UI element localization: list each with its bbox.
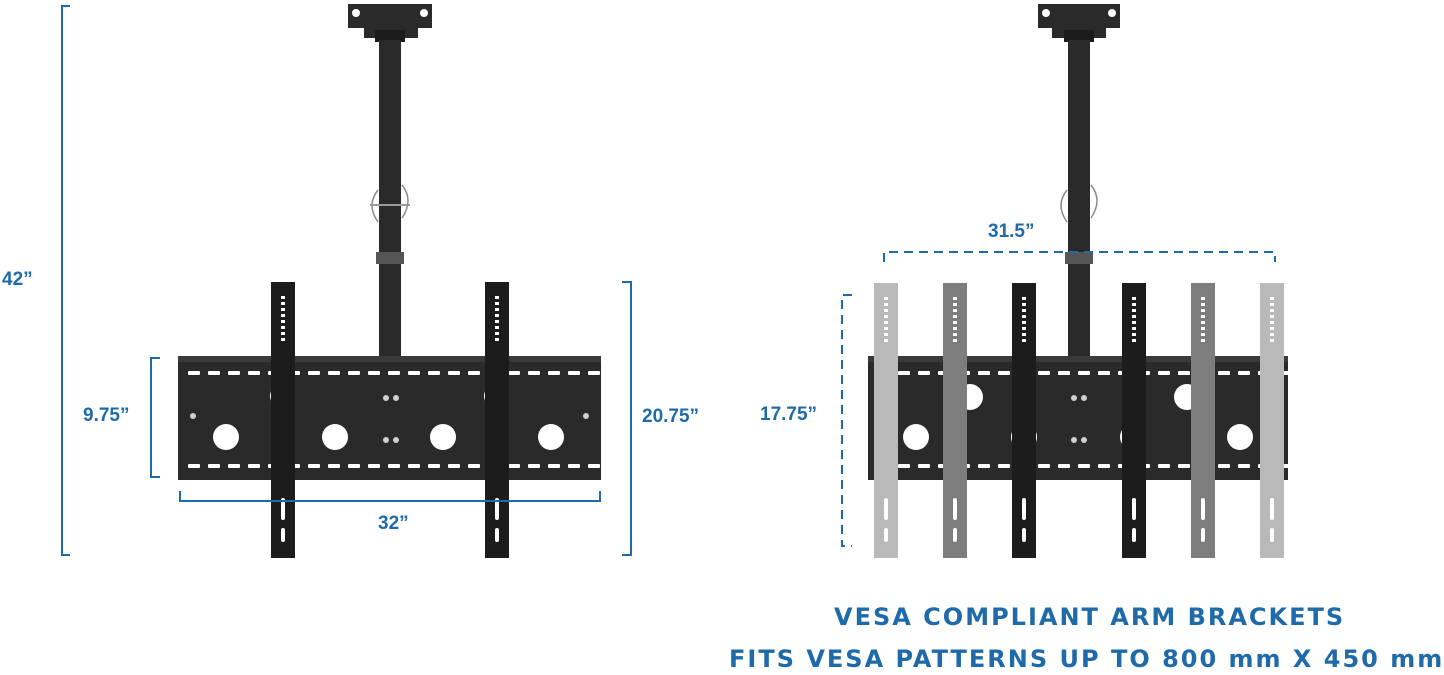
arm-bracket xyxy=(1260,283,1284,558)
label-bracket-height: 20.75” xyxy=(642,406,700,427)
plate-slot xyxy=(1238,464,1250,468)
right-mount xyxy=(868,4,1290,558)
plate-slot xyxy=(978,371,990,375)
plate-slot xyxy=(388,371,400,375)
dim-line-plate-height xyxy=(150,357,160,478)
plate-slot xyxy=(1038,371,1050,375)
plate-slot xyxy=(1098,371,1110,375)
plate-slot xyxy=(408,371,420,375)
label-arm-height: 17.75” xyxy=(760,404,818,425)
plate-slot xyxy=(228,464,240,468)
plate-slot xyxy=(1218,464,1230,468)
arm-bracket xyxy=(874,283,898,558)
plate-slot xyxy=(1038,464,1050,468)
plate-slot xyxy=(208,464,220,468)
label-plate-width: 32” xyxy=(378,513,409,534)
plate-slot xyxy=(1058,371,1070,375)
arm-bracket xyxy=(485,282,509,558)
plate-slot xyxy=(918,464,930,468)
plate-slot xyxy=(1078,464,1090,468)
label-plate-height: 9.75” xyxy=(83,405,130,426)
plate-slot xyxy=(368,464,380,468)
plate-slot xyxy=(1178,371,1190,375)
plate-slot xyxy=(428,464,440,468)
plate-slot xyxy=(508,464,520,468)
plate-slot xyxy=(568,371,580,375)
plate-slot xyxy=(1078,371,1090,375)
plate-slot xyxy=(208,371,220,375)
plate-slot xyxy=(448,464,460,468)
plate-slot xyxy=(978,464,990,468)
arm-bracket xyxy=(1012,283,1036,558)
label-arm-spread: 31.5” xyxy=(988,221,1035,242)
left-wall-plate xyxy=(178,356,601,480)
plate-slot xyxy=(1238,371,1250,375)
plate-slot xyxy=(998,371,1010,375)
plate-slot xyxy=(548,464,560,468)
dim-line-plate-width xyxy=(179,491,601,502)
plate-slot xyxy=(998,464,1010,468)
plate-slot xyxy=(248,371,260,375)
plate-slot xyxy=(898,464,910,468)
plate-slot xyxy=(428,371,440,375)
caption-line-1: VESA COMPLIANT ARM BRACKETS xyxy=(834,603,1346,631)
dim-line-bracket-height xyxy=(622,281,632,556)
plate-slot xyxy=(1218,371,1230,375)
caption-line-2: FITS VESA PATTERNS UP TO 800 mm X 450 mm xyxy=(729,645,1444,673)
plate-slot xyxy=(528,464,540,468)
plate-slot xyxy=(588,464,600,468)
arm-bracket xyxy=(1122,283,1146,558)
plate-slot xyxy=(568,464,580,468)
plate-slot xyxy=(328,371,340,375)
plate-slot xyxy=(588,371,600,375)
plate-slot xyxy=(1098,464,1110,468)
left-plate-slots xyxy=(188,371,600,468)
plate-slot xyxy=(1178,464,1190,468)
plate-slot xyxy=(468,371,480,375)
plate-slot xyxy=(1158,464,1170,468)
plate-slot xyxy=(548,371,560,375)
plate-slot xyxy=(348,464,360,468)
dim-line-arm-height xyxy=(841,294,852,547)
plate-slot xyxy=(528,371,540,375)
left-pole xyxy=(370,30,410,360)
right-wall-plate xyxy=(868,356,1288,480)
plate-slot xyxy=(898,371,910,375)
plate-slot xyxy=(448,371,460,375)
plate-slot xyxy=(468,464,480,468)
arm-bracket xyxy=(1191,283,1215,558)
plate-slot xyxy=(188,371,200,375)
plate-slot xyxy=(508,371,520,375)
plate-slot xyxy=(388,464,400,468)
dim-line-total-height xyxy=(61,5,70,556)
plate-slot xyxy=(308,371,320,375)
right-ceiling-plate xyxy=(1038,4,1120,38)
plate-slot xyxy=(1158,371,1170,375)
label-total-height: 42” xyxy=(2,269,33,290)
plate-slot xyxy=(1058,464,1070,468)
plate-slot xyxy=(918,371,930,375)
plate-slot xyxy=(308,464,320,468)
dimension-lines xyxy=(61,5,1276,556)
plate-slot xyxy=(248,464,260,468)
left-arm-brackets xyxy=(271,282,509,558)
right-arm-brackets xyxy=(874,283,1284,558)
dim-line-arm-spread xyxy=(883,251,1276,262)
plate-slot xyxy=(368,371,380,375)
arm-bracket xyxy=(943,283,967,558)
plate-slot xyxy=(408,464,420,468)
plate-slot xyxy=(328,464,340,468)
plate-slot xyxy=(348,371,360,375)
plate-slot xyxy=(228,371,240,375)
left-mount xyxy=(178,4,601,558)
plate-slot xyxy=(188,464,200,468)
right-pole xyxy=(1060,30,1098,360)
arm-bracket xyxy=(271,282,295,558)
left-ceiling-plate xyxy=(348,4,432,38)
